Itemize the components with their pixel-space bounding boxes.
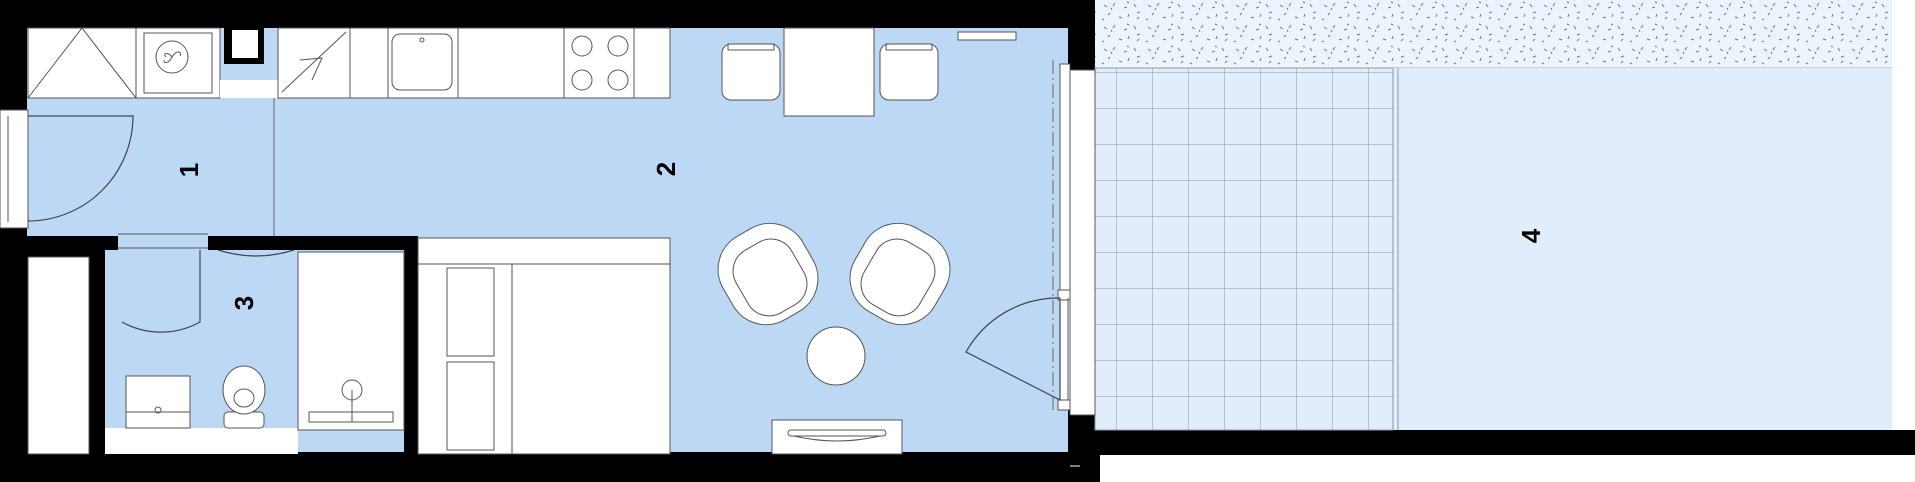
sideboard: [771, 419, 903, 455]
armchair-right: [849, 222, 951, 326]
kitchen-counter-right: [277, 27, 671, 99]
shower-tray-line: [308, 411, 394, 423]
coffee-table: [806, 326, 866, 386]
kitchen-counter-gap: [220, 80, 278, 98]
dishwasher-symbol: [281, 31, 347, 93]
dining-table: [783, 27, 875, 117]
balcony-door-swing: [965, 297, 1061, 401]
storage-closet: [27, 256, 90, 455]
wall-shelf: [957, 31, 1017, 41]
entrance-door-frame: [0, 109, 29, 229]
bathroom-door-swing: [121, 250, 201, 333]
terrace-bottom-wall: [1090, 430, 1915, 455]
pillow-bottom: [446, 361, 495, 451]
wall-between-bath-bed: [404, 236, 418, 482]
window-outer-frame: [1069, 69, 1096, 416]
washbasin: [125, 375, 191, 429]
room-label-3: 3: [229, 296, 259, 310]
fridge-symbol: [27, 27, 137, 99]
terrace-gravel: [1095, 0, 1892, 68]
armchair-left: [717, 222, 819, 326]
bathroom-door-opening: [118, 234, 208, 250]
room-1-floor: [27, 98, 274, 236]
room-label-2: 2: [651, 162, 681, 176]
sink-symbol: [391, 33, 453, 91]
dining-chair-right: [879, 43, 939, 101]
bathroom-door-swing-arc-top: [217, 249, 295, 257]
toilet: [222, 365, 266, 429]
stove-burners-icon: [571, 35, 629, 91]
terrace-tiles: [1094, 67, 1394, 431]
terrace-white-strip: [1892, 0, 1915, 430]
shower-area: [297, 251, 405, 431]
washer-symbol: [143, 32, 213, 94]
dining-chair-left: [721, 43, 781, 101]
room-label-1: 1: [174, 163, 204, 177]
entrance-door-swing: [27, 115, 134, 222]
wall-bottom: [105, 452, 1100, 482]
pillow-top: [446, 267, 495, 357]
room-label-4: 4: [1516, 228, 1546, 243]
bath-lower-strip: [105, 428, 298, 454]
